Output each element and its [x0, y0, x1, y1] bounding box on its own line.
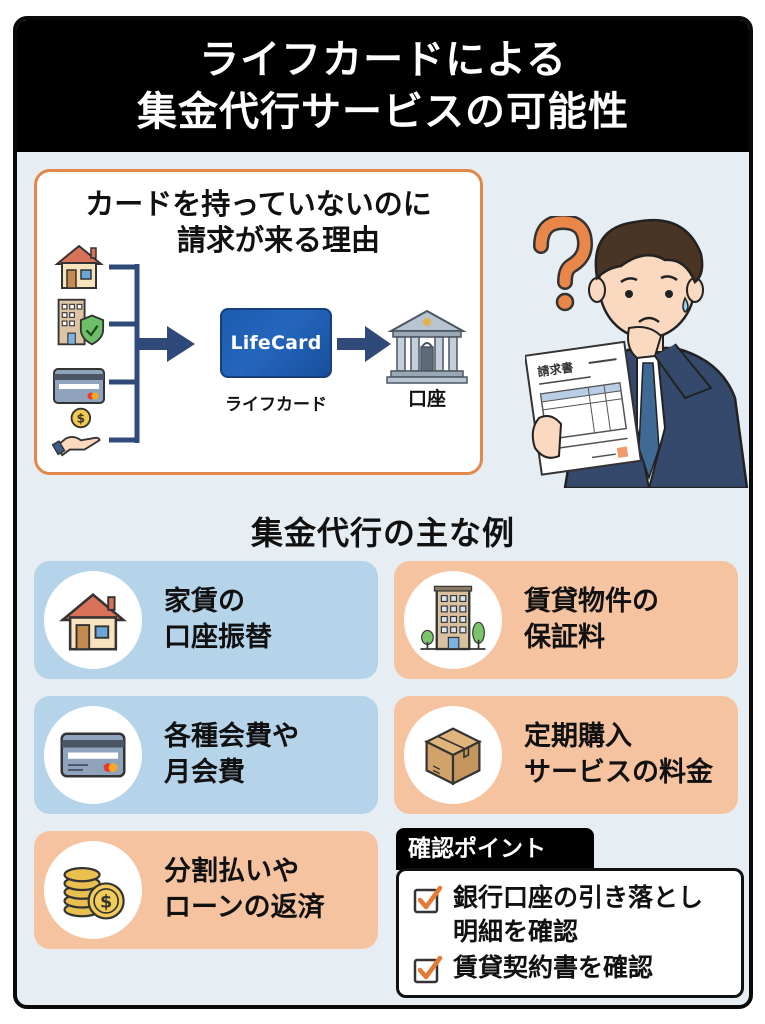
checklist-title: 確認ポイント [396, 828, 594, 870]
house-icon [54, 244, 104, 289]
example-text-line2: 口座振替 [164, 622, 272, 653]
examples-section-title: 集金代行の主な例 [250, 514, 515, 552]
coin-stack-icon: $ [63, 867, 125, 920]
bank-icon [386, 309, 468, 384]
page-title-line2: 集金代行サービスの可能性 [137, 89, 629, 135]
arrow-to-card-icon [137, 326, 195, 362]
example-text-line1: 定期購入 [524, 721, 632, 752]
bubble-title-line2: 請求が来る理由 [176, 223, 380, 257]
example-card-guarantee-fee: 賃貸物件の 保証料 [394, 561, 738, 679]
arrow-to-bank-icon [337, 326, 391, 362]
bubble-title: カードを持っていないのに 請求が来る理由 [37, 186, 480, 258]
example-card-rent: 家賃の 口座振替 [34, 561, 378, 679]
title-bar: ライフカードによる 集金代行サービスの可能性 [17, 20, 749, 152]
example-text-line1: 各種会費や [164, 721, 299, 752]
example-text-line2: 月会費 [164, 757, 245, 788]
example-text-line1: 家賃の [164, 586, 245, 617]
question-mark-icon [533, 216, 594, 312]
infographic-frame: ライフカードによる 集金代行サービスの可能性 カードを持っていないのに 請求が来… [13, 16, 753, 1009]
example-text-line1: 分割払いや [164, 856, 299, 887]
bubble-title-line1: カードを持っていないのに [85, 187, 432, 221]
checklist-box: 銀行口座の引き落とし 明細を確認 賃貸契約書を確認 [396, 868, 744, 998]
checklist-item-line2: 明細を確認 [453, 917, 579, 946]
example-card-membership-fees: 各種会費や 月会費 [34, 696, 378, 814]
checkbox-checked-icon [413, 885, 443, 914]
cardboard-box-icon [424, 727, 482, 786]
svg-text:$: $ [77, 412, 85, 426]
bracket-connector [109, 264, 140, 443]
example-text-line2: 保証料 [524, 622, 605, 653]
bank-account-label: 口座 [407, 388, 446, 410]
hand-coin-icon: $ [51, 407, 101, 457]
checkbox-checked-icon [413, 955, 443, 984]
confused-person-illustration: 請求書 [525, 218, 749, 488]
example-text-line2: サービスの料金 [524, 757, 713, 788]
checklist-item-line1: 賃貸契約書を確認 [453, 953, 654, 982]
checklist-item: 銀行口座の引き落とし 明細を確認 [413, 881, 741, 949]
explanation-bubble: カードを持っていないのに 請求が来る理由 [34, 169, 483, 475]
page-title-line1: ライフカードによる [199, 37, 567, 83]
example-text-line2: ローンの返済 [164, 892, 325, 923]
example-card-loan-repayment: $ 分割払いや ローンの返済 [34, 831, 378, 949]
credit-card-icon [53, 368, 105, 404]
svg-text:請求書: 請求書 [536, 359, 574, 379]
svg-text:$: $ [100, 893, 112, 913]
example-text-line1: 賃貸物件の [524, 586, 659, 617]
checklist-item: 賃貸契約書を確認 [413, 951, 741, 985]
lifecard-label: ライフカード [225, 395, 327, 415]
example-card-subscription: 定期購入 サービスの料金 [394, 696, 738, 814]
checklist-item-line1: 銀行口座の引き落とし [453, 883, 704, 912]
lifecard-card-icon: LifeCard [220, 308, 332, 378]
credit-card-icon [60, 732, 126, 778]
apartment-building-icon [420, 585, 486, 651]
building-shield-icon [57, 298, 105, 346]
house-icon [59, 592, 127, 651]
